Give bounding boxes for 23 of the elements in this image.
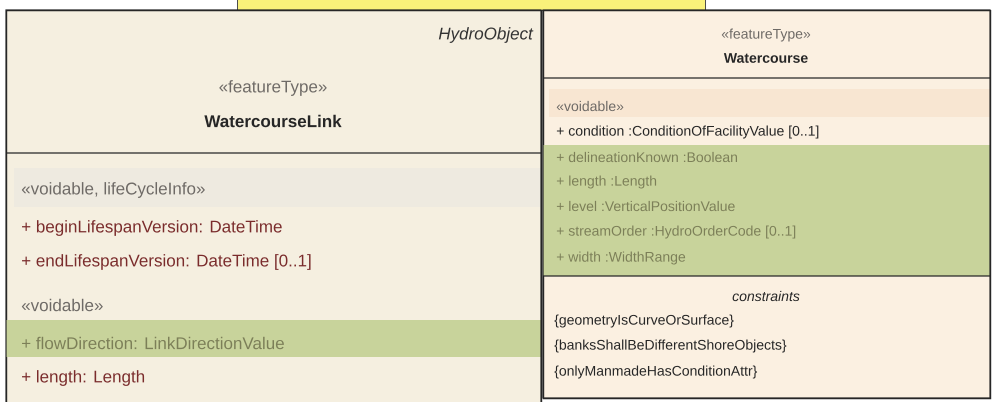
attribute-row: + condition :ConditionOfFacilityValue [0..1] (556, 125, 818, 139)
attribute-row: + endLifespanVersion: DateTime [0..1] (22, 254, 311, 270)
note-box (237, 0, 706, 11)
attribute-row: + streamOrder :HydroOrderCode [0..1] (556, 225, 796, 239)
attribute-row: + length :Length (556, 175, 656, 189)
constraint-label: {geometryIsCurveOrSurface} (554, 314, 734, 328)
stereotype-label: «voidable, lifeCycleInfo» (22, 182, 205, 198)
attribute-row: + delineationKnown :Boolean (556, 152, 738, 162)
stereotype-label: «featureType» (219, 80, 327, 96)
attribute-row: + level :VerticalPositionValue (556, 200, 735, 212)
parent-class-label: HydroObject (438, 27, 534, 43)
stereotype-label: «featureType» (722, 28, 810, 42)
stereotype-label: «voidable» (22, 298, 103, 312)
attribute-row: + width :WidthRange (556, 251, 686, 265)
constraint-label: {onlyManmadeHasConditionAttr} (554, 365, 758, 379)
stereotype-label: «voidable» (556, 100, 624, 112)
attribute-row: + flowDirection: LinkDirectionValue (22, 336, 284, 350)
constraint-label: {banksShallBeDifferentShoreObjects} (554, 339, 786, 353)
attribute-row: + beginLifespanVersion: DateTime (22, 220, 282, 236)
compartment-heading: constraints (732, 290, 800, 302)
class-name: Watercourse (724, 53, 808, 63)
attribute-row: + length: Length (22, 370, 144, 386)
class-name: WatercourseLink (204, 114, 342, 128)
